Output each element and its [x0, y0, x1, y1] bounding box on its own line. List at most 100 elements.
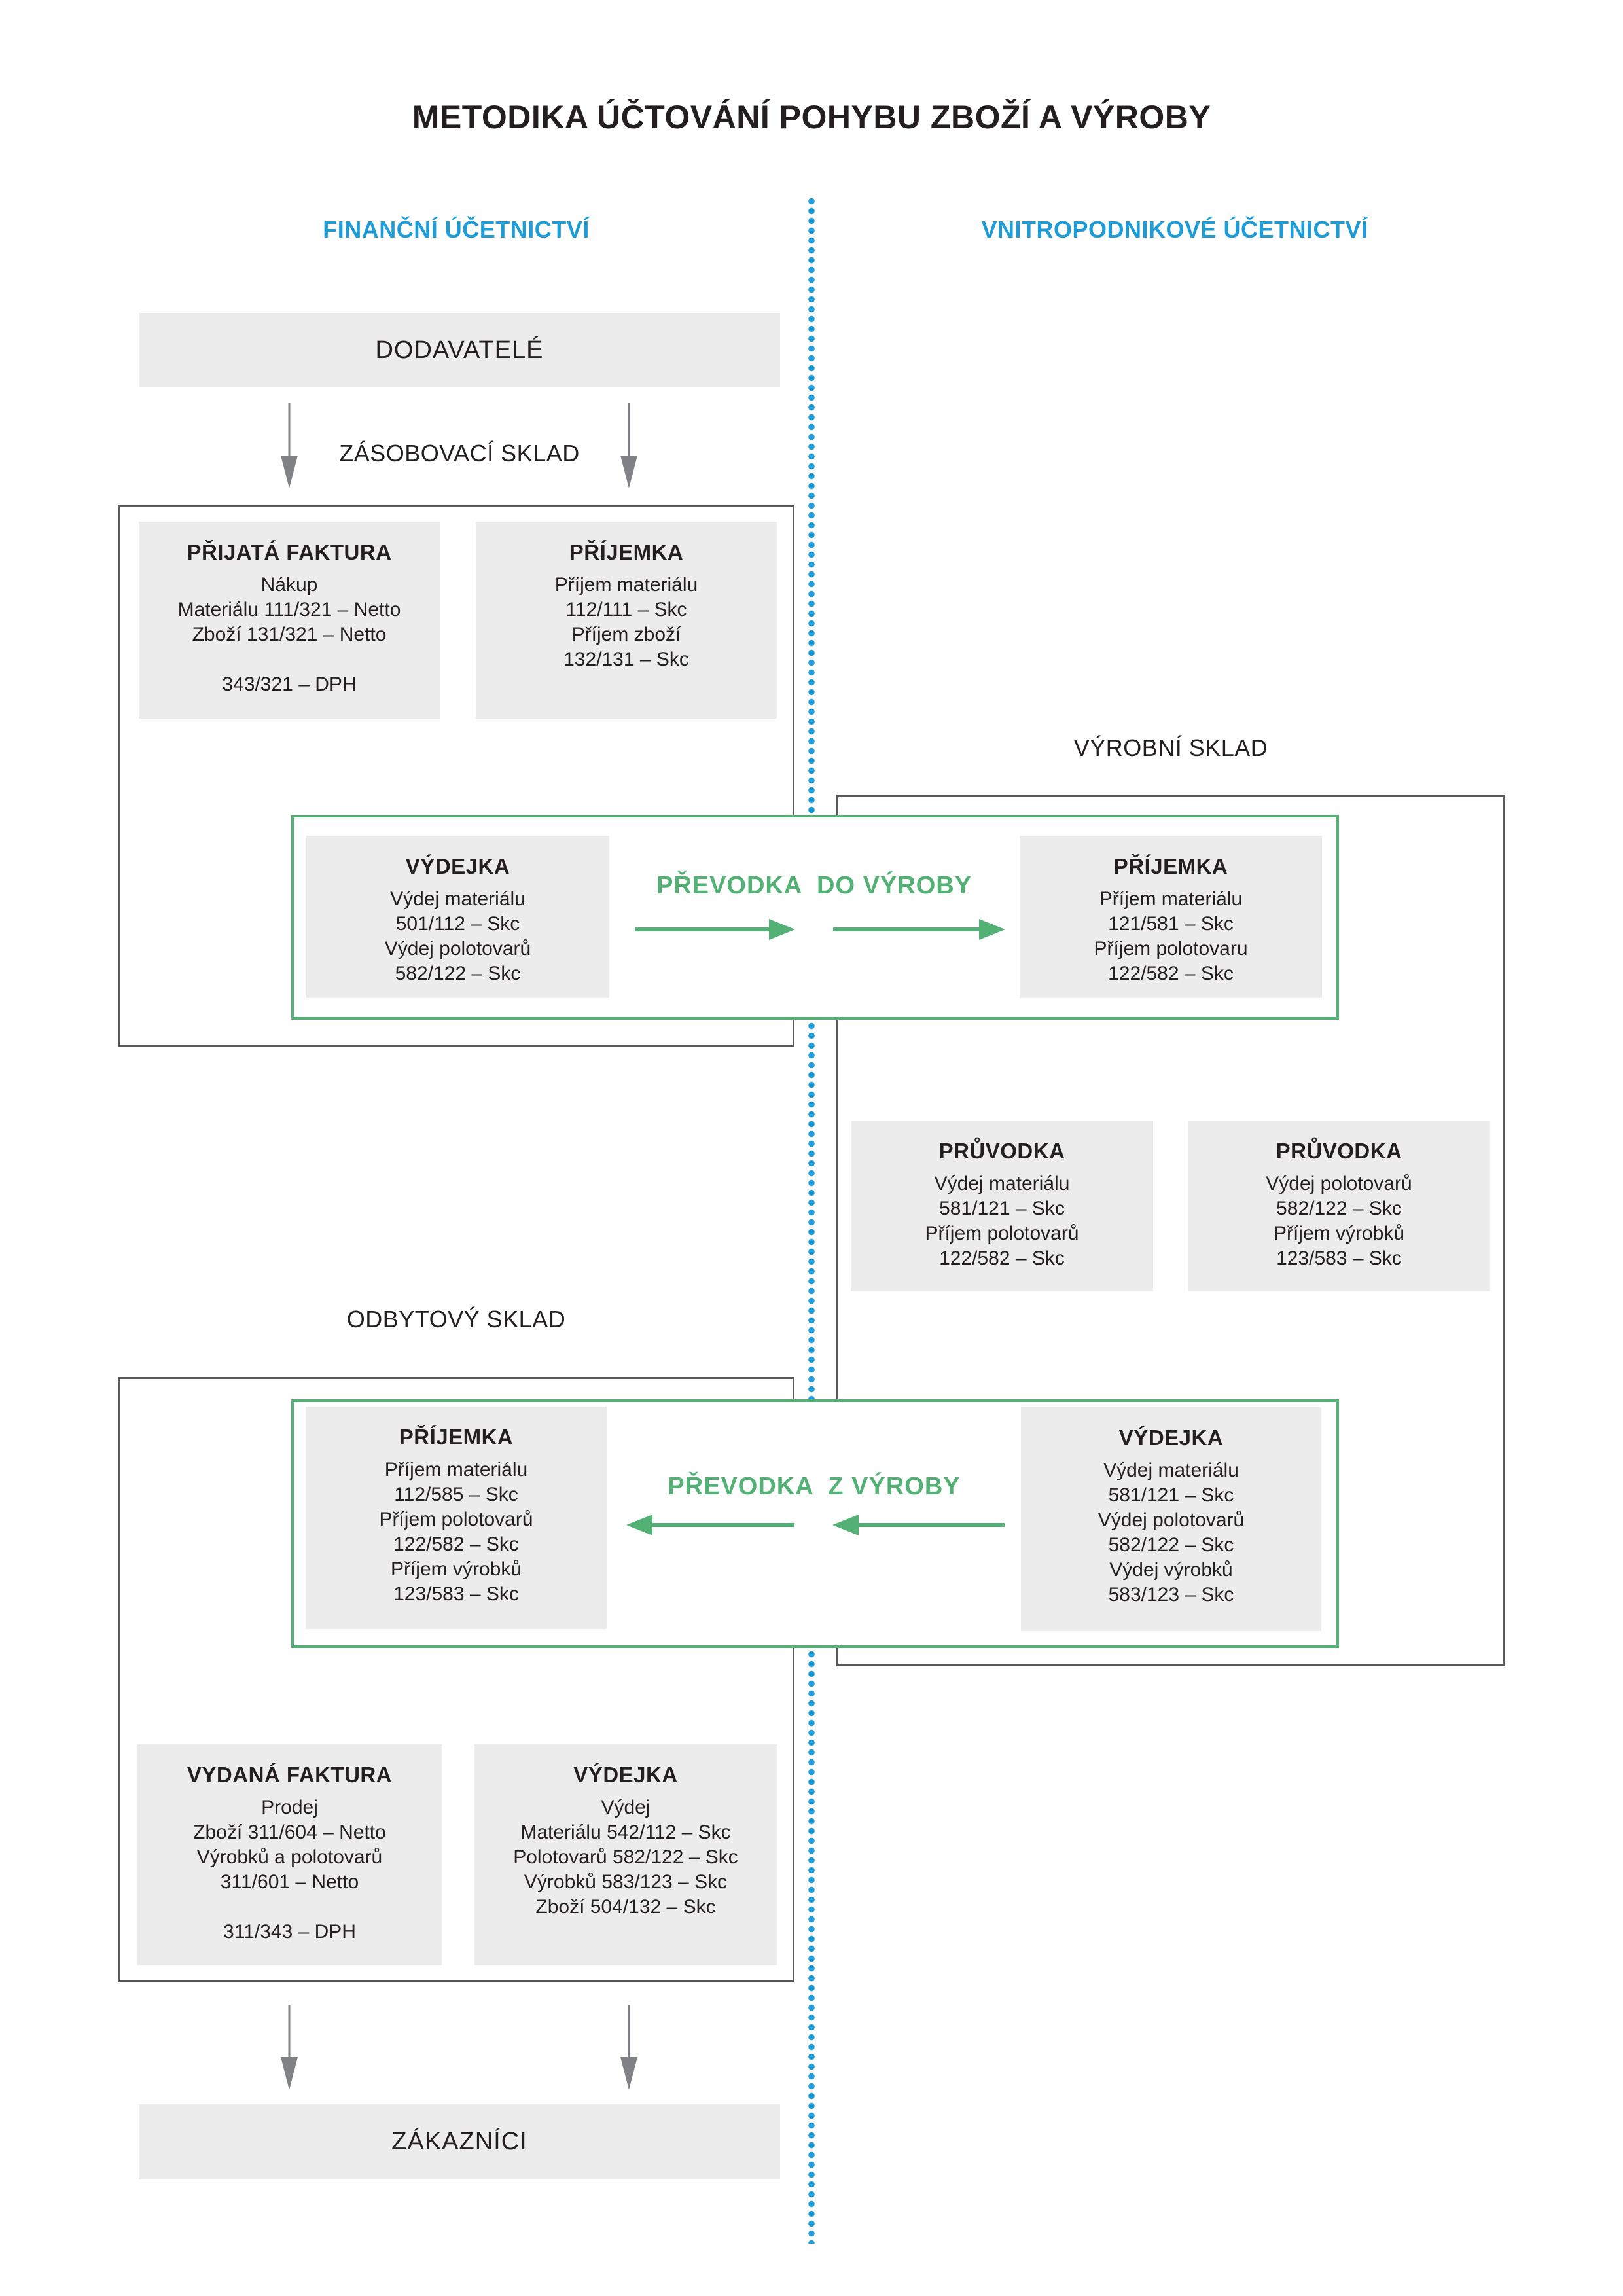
card-prijemka-zasobovaci: PŘÍJEMKA Příjem materiálu 112/111 – Skc …	[476, 522, 777, 719]
arrow-shaft	[635, 927, 772, 931]
card-line	[137, 1895, 442, 1920]
card-line: Výdej	[601, 1797, 651, 1818]
arrow-shaft	[288, 403, 291, 456]
card-vydana-faktura: VYDANÁ FAKTURA Prodej Zboží 311/604 – Ne…	[137, 1744, 442, 1965]
arrow-head	[620, 456, 637, 488]
supply-warehouse-label: ZÁSOBOVACÍ SKLAD	[339, 440, 580, 467]
card-line: 112/111 – Skc	[565, 599, 687, 620]
arrow-shaft	[856, 1523, 1005, 1527]
card-line: Příjem materiálu	[1099, 888, 1243, 910]
arrow-down-icon	[620, 2005, 637, 2091]
arrow-head	[769, 919, 795, 940]
arrow-right-icon	[635, 919, 795, 940]
arrow-left-icon	[626, 1515, 794, 1535]
arrow-head	[281, 2057, 298, 2090]
card-line: Výdej materiálu	[1103, 1460, 1239, 1481]
arrow-down-icon	[620, 403, 637, 490]
card-title: VYDANÁ FAKTURA	[187, 1763, 393, 1787]
card-line	[139, 647, 440, 672]
customers-box: ZÁKAZNÍCI	[139, 2104, 780, 2179]
card-line: 581/121 – Skc	[1108, 1484, 1234, 1506]
card-title: PRŮVODKA	[1275, 1139, 1402, 1163]
card-title: PŘÍJEMKA	[569, 540, 684, 564]
arrow-head	[626, 1515, 652, 1535]
card-vydejka-z-vyroby: VÝDEJKA Výdej materiálu 581/121 – Skc Vý…	[1021, 1407, 1321, 1631]
card-line: Příjem výrobků	[1273, 1223, 1405, 1244]
arrow-head	[832, 1515, 859, 1535]
card-line: 583/123 – Skc	[1108, 1584, 1234, 1605]
card-line: 581/121 – Skc	[939, 1198, 1065, 1219]
card-line: Materiálu 111/321 – Netto	[177, 599, 401, 620]
card-line: Příjem materiálu	[384, 1459, 528, 1480]
customers-label: ZÁKAZNÍCI	[391, 2128, 527, 2155]
card-line: 122/582 – Skc	[939, 1247, 1065, 1269]
arrow-shaft	[288, 2005, 291, 2057]
card-title: PŘÍJEMKA	[1113, 854, 1228, 878]
card-line: Příjem polotovarů	[379, 1509, 533, 1530]
page-title: METODIKA ÚČTOVÁNÍ POHYBU ZBOŽÍ A VÝROBY	[412, 99, 1211, 135]
arrow-head	[281, 456, 298, 488]
sales-warehouse-label: ODBYTOVÝ SKLAD	[346, 1306, 566, 1333]
card-line: Výdej polotovarů	[1266, 1173, 1412, 1194]
card-line: Příjem materiálu	[554, 574, 698, 596]
card-line: 123/583 – Skc	[1276, 1247, 1402, 1269]
arrow-right-icon	[833, 919, 1005, 940]
card-line: Zboží 504/132 – Skc	[535, 1896, 716, 1918]
card-line: 311/601 – Netto	[220, 1871, 359, 1893]
suppliers-box: DODAVATELÉ	[139, 313, 780, 387]
card-line: Výdej polotovarů	[1097, 1509, 1245, 1531]
card-pruvodka-1: PRŮVODKA Výdej materiálu 581/121 – Skc P…	[851, 1121, 1153, 1291]
card-line: Polotovarů 582/122 – Skc	[513, 1846, 738, 1868]
card-line: Zboží 131/321 – Netto	[192, 624, 387, 645]
card-line: Příjem polotovaru	[1094, 938, 1248, 960]
arrow-down-icon	[281, 2005, 298, 2091]
card-line: Výrobků 583/123 – Skc	[524, 1871, 728, 1893]
card-line: 582/122 – Skc	[395, 963, 521, 984]
card-vydejka-prodej: VÝDEJKA Výdej Materiálu 542/112 – Skc Po…	[474, 1744, 777, 1965]
card-title: VÝDEJKA	[573, 1763, 678, 1787]
sales-warehouse-box	[118, 1377, 794, 1982]
card-line: 123/583 – Skc	[393, 1583, 519, 1605]
arrow-shaft	[650, 1523, 794, 1527]
card-title: PŘIJATÁ FAKTURA	[187, 540, 392, 564]
arrow-shaft	[833, 927, 982, 931]
card-line: Příjem polotovarů	[925, 1223, 1079, 1244]
card-title: VÝDEJKA	[1118, 1426, 1224, 1450]
card-line: Výdej výrobků	[1109, 1559, 1233, 1581]
card-line: Příjem zboží	[571, 624, 681, 645]
card-line: 501/112 – Skc	[395, 913, 520, 935]
production-warehouse-label: VÝROBNÍ SKLAD	[1073, 734, 1268, 761]
card-line: 122/582 – Skc	[1108, 963, 1234, 984]
card-pruvodka-2: PRŮVODKA Výdej polotovarů 582/122 – Skc …	[1188, 1121, 1490, 1291]
card-vydejka-do-vyroby: VÝDEJKA Výdej materiálu 501/112 – Skc Vý…	[306, 836, 609, 998]
card-line: 311/343 – DPH	[223, 1921, 356, 1943]
arrow-left-icon	[832, 1515, 1005, 1535]
card-line: 582/122 – Skc	[1108, 1534, 1234, 1556]
card-line: Výdej materiálu	[934, 1173, 1070, 1194]
card-line: 582/122 – Skc	[1276, 1198, 1402, 1219]
supply-warehouse-box	[118, 505, 794, 1047]
card-title: PŘÍJEMKA	[399, 1425, 514, 1449]
card-prijemka-vyrobni: PŘÍJEMKA Příjem materiálu 121/581 – Skc …	[1020, 836, 1322, 998]
suppliers-label: DODAVATELÉ	[375, 336, 544, 364]
card-line: Výrobků a polotovarů	[196, 1846, 383, 1868]
arrow-head	[979, 919, 1005, 940]
card-line: 121/581 – Skc	[1108, 913, 1234, 935]
arrow-shaft	[628, 403, 630, 456]
card-line: 122/582 – Skc	[393, 1534, 519, 1555]
card-prijemka-odbytovy: PŘÍJEMKA Příjem materiálu 112/585 – Skc …	[306, 1407, 607, 1629]
internal-accounting-header: VNITROPODNIKOVÉ ÚČETNICTVÍ	[981, 216, 1368, 243]
card-line: Příjem výrobků	[390, 1558, 522, 1580]
card-line: 112/585 – Skc	[394, 1484, 518, 1505]
production-warehouse-box	[836, 795, 1505, 1666]
card-line: Zboží 311/604 – Netto	[193, 1821, 386, 1843]
transfer-from-production-label: PŘEVODKA Z VÝROBY	[668, 1473, 961, 1500]
card-line: Výdej materiálu	[390, 888, 526, 910]
arrow-head	[620, 2057, 637, 2090]
card-line: Materiálu 542/112 – Skc	[520, 1821, 731, 1843]
card-line: 343/321 – DPH	[222, 673, 357, 695]
card-title: VÝDEJKA	[405, 854, 510, 878]
card-prijata-faktura: PŘIJATÁ FAKTURA Nákup Materiálu 111/321 …	[139, 522, 440, 719]
column-divider-dotted-line	[808, 196, 815, 2244]
